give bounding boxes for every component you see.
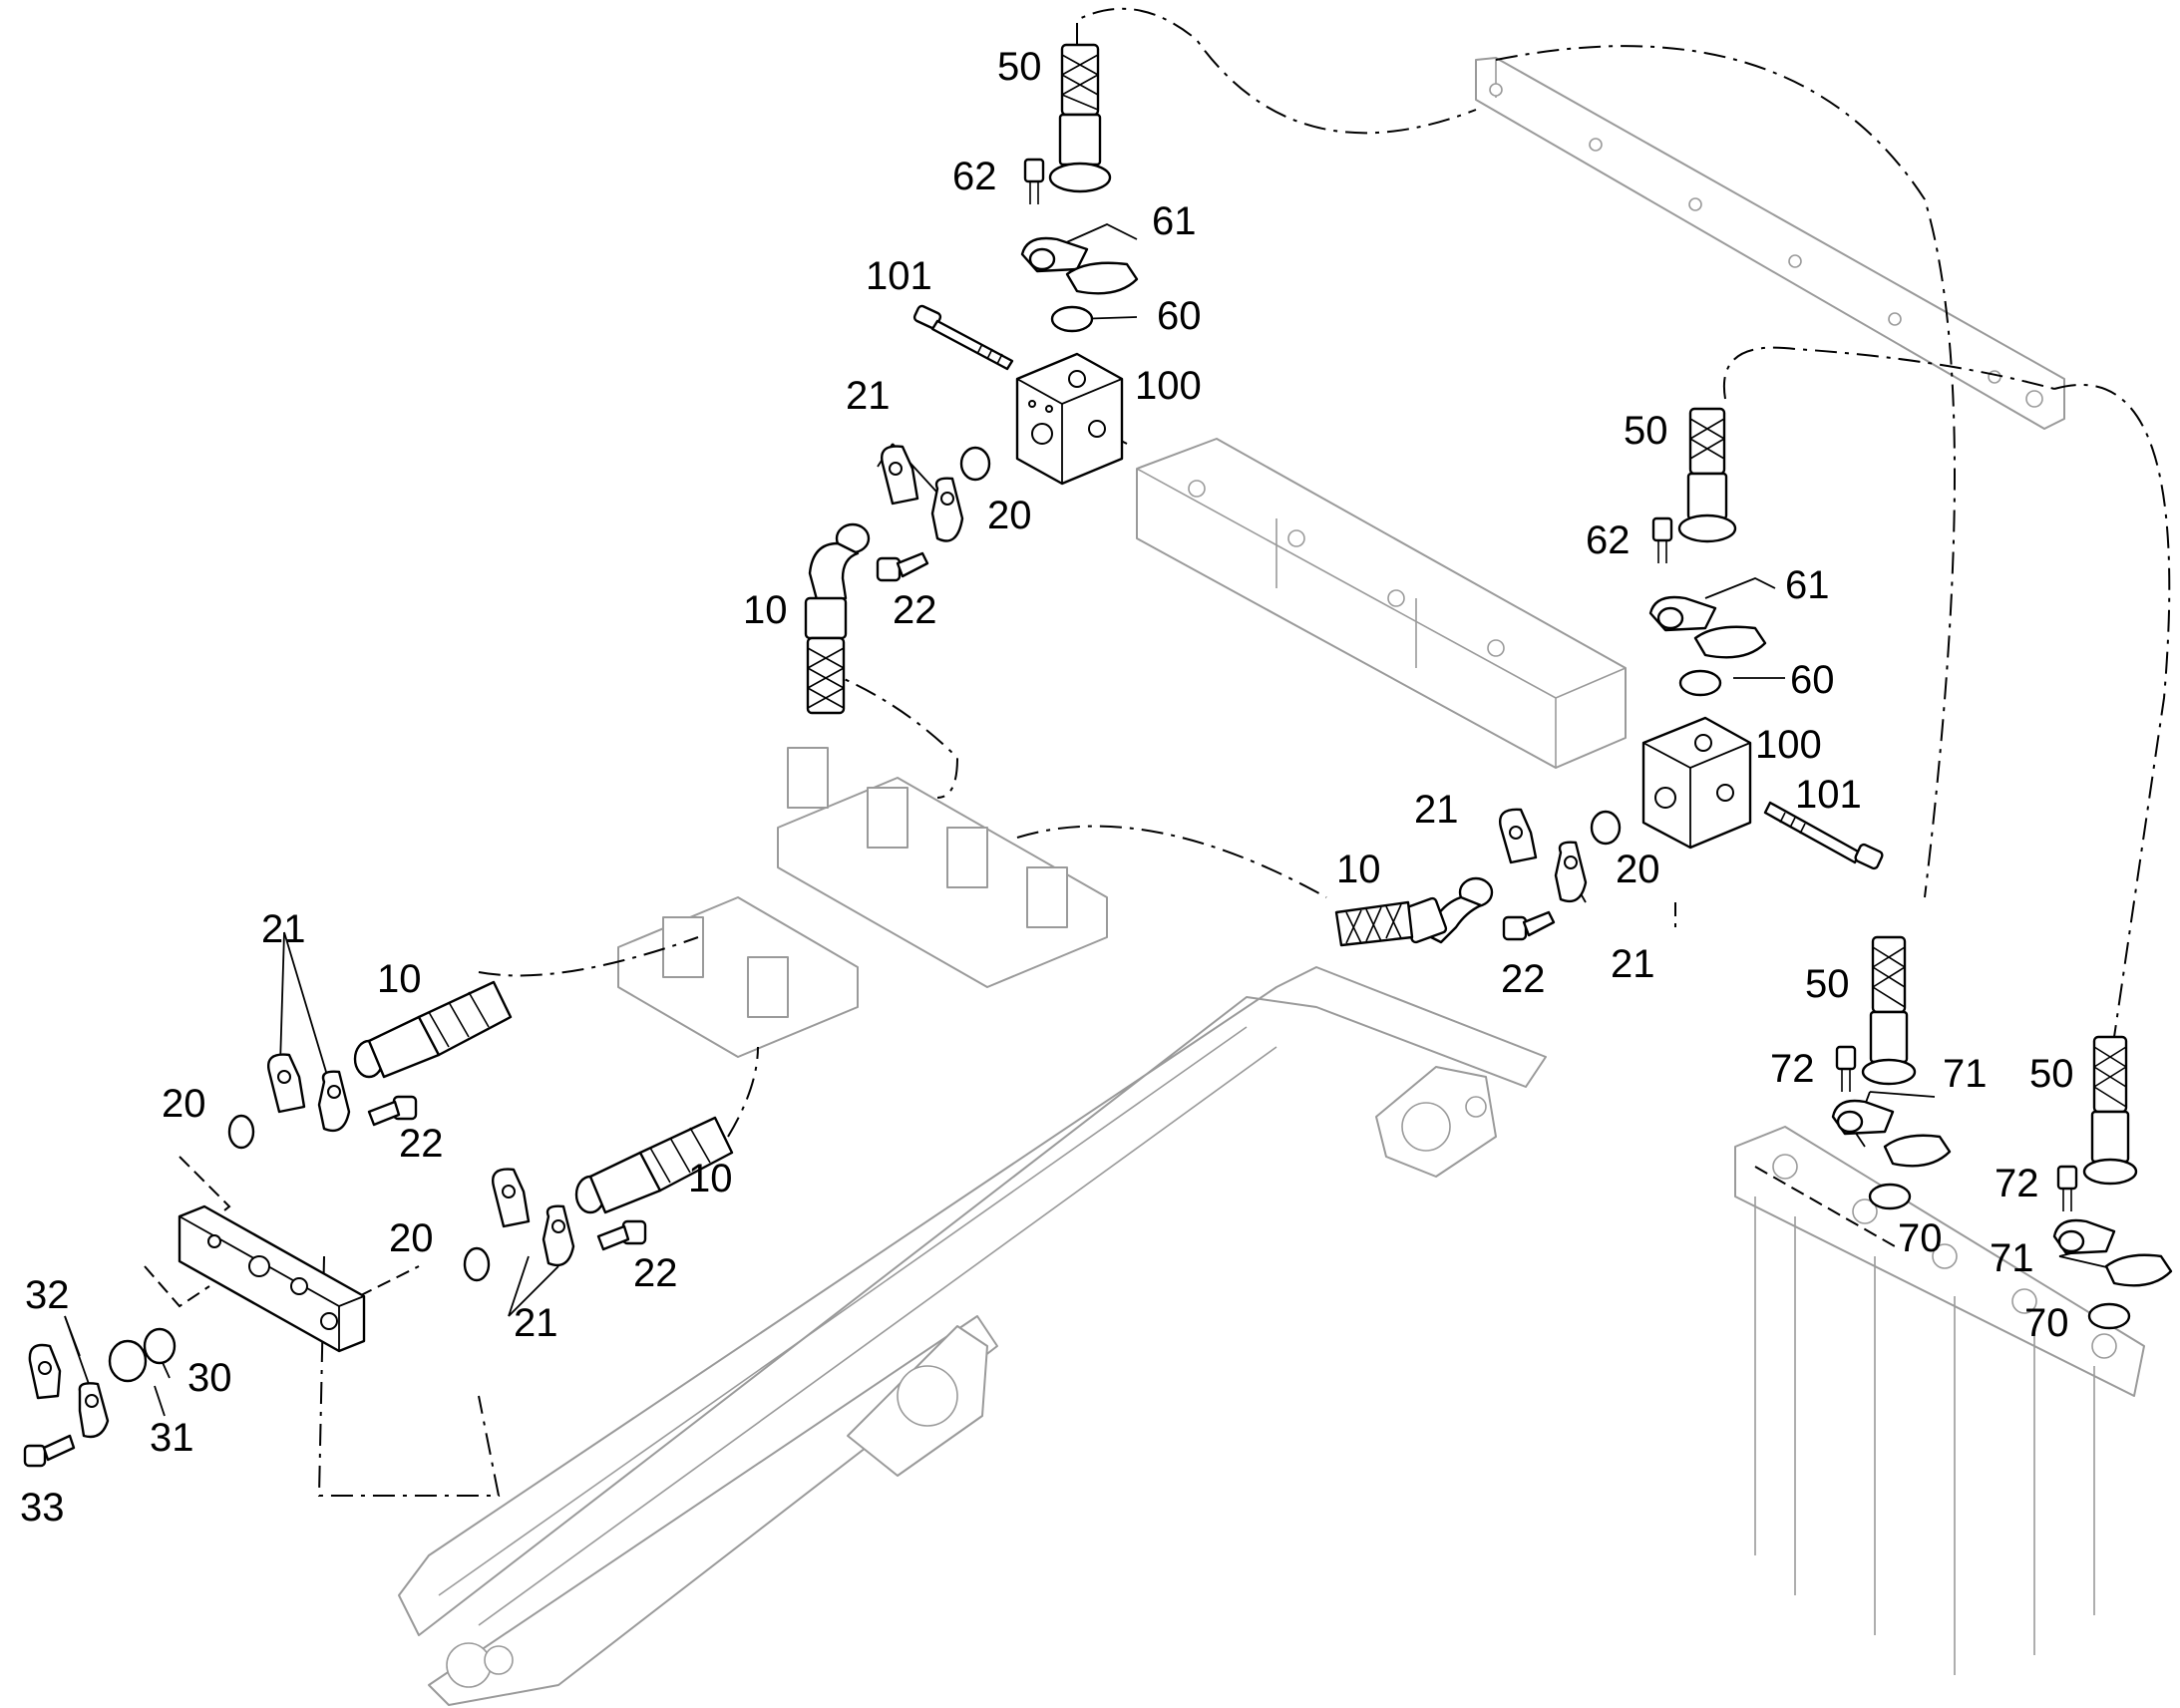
- o-ring-top: [1050, 305, 1094, 333]
- callout-10-low: 10: [688, 1157, 733, 1200]
- flange-halves-right-upper: [1648, 595, 1767, 659]
- callout-72-a: 72: [1770, 1047, 1815, 1091]
- rings-30-31: [108, 1327, 177, 1383]
- o-ring-left-upper: [227, 1114, 255, 1150]
- callout-50-right-mid: 50: [1805, 962, 1850, 1006]
- flange-halves-71-a: [1831, 1099, 1952, 1168]
- callout-20-left: 20: [162, 1082, 206, 1126]
- callout-70-b: 70: [2024, 1301, 2069, 1345]
- callout-60-right: 60: [1790, 658, 1835, 702]
- callout-10-left: 10: [377, 957, 422, 1001]
- hose-fitting-right-low: [2082, 1035, 2138, 1186]
- callout-32: 32: [25, 1273, 70, 1317]
- valve-block-right: [1641, 716, 1752, 850]
- boom-arm: [398, 966, 1547, 1706]
- hose-elbow-top: [804, 522, 871, 715]
- callout-10-mid: 10: [1336, 848, 1381, 891]
- callout-101-right: 101: [1795, 773, 1862, 817]
- callout-50-top: 50: [997, 45, 1042, 89]
- callout-62-top: 62: [952, 155, 997, 198]
- screw-top: [1023, 158, 1045, 204]
- callout-70-a: 70: [1898, 1216, 1943, 1260]
- flange-halves-top: [1020, 236, 1139, 295]
- callout-21-mid: 21: [1414, 788, 1459, 832]
- hose-clamp-rail-lower: [617, 896, 859, 1058]
- callout-30: 30: [187, 1356, 232, 1400]
- hose-fitting-right-mid: [1861, 935, 1917, 1086]
- adapter-plate: [178, 1204, 366, 1353]
- callout-22-low: 22: [633, 1251, 678, 1295]
- screw-right-upper: [1651, 516, 1673, 563]
- callout-21-top: 21: [846, 374, 891, 418]
- callout-21-low: 21: [514, 1301, 558, 1345]
- callout-21-left: 21: [261, 907, 306, 951]
- screw-left-upper: [367, 1095, 418, 1127]
- callout-21-mid-2: 21: [1611, 942, 1655, 986]
- top-distribution-block: [1475, 57, 2065, 430]
- callout-20-mid: 20: [1616, 848, 1660, 891]
- o-ring-left-lower: [463, 1246, 491, 1282]
- control-valve-bank: [1136, 438, 1627, 769]
- o-ring-right-upper: [1678, 669, 1722, 697]
- flange-halves-71-b: [2052, 1218, 2173, 1287]
- hose-fitting-left-lower: [574, 1116, 734, 1214]
- split-flange-left-lower: [492, 1168, 575, 1267]
- o-ring-valve-right: [1590, 810, 1622, 846]
- valve-manifold-right: [1734, 1126, 2145, 1675]
- screw-flange-mid: [1502, 910, 1556, 941]
- callout-50-right-low: 50: [2029, 1052, 2074, 1096]
- callout-60-top: 60: [1157, 294, 1202, 338]
- callout-71-b: 71: [1990, 1236, 2034, 1280]
- callout-101-top: 101: [866, 254, 932, 298]
- long-bolt-right: [1763, 801, 1884, 870]
- callout-labels: 50 62 61 101 60 100 21 20 10 22 50 62 61…: [20, 45, 2074, 1530]
- callout-71-a: 71: [1943, 1052, 1988, 1096]
- o-ring-70-b: [2087, 1302, 2131, 1330]
- hose-fitting-top: [1048, 43, 1112, 193]
- o-ring-70-a: [1868, 1183, 1912, 1210]
- callout-22-mid: 22: [1501, 957, 1546, 1001]
- hose-clamp-rail-upper: [777, 747, 1108, 988]
- connection-lines: [144, 7, 2171, 1497]
- boom-cylinder-mount: [1375, 1066, 1497, 1178]
- hose-elbow-mid: [1334, 876, 1494, 947]
- o-ring-valve-top: [959, 446, 991, 482]
- screw-72-a: [1835, 1045, 1857, 1092]
- callout-100-right: 100: [1755, 723, 1822, 767]
- valve-block-top: [1015, 352, 1124, 486]
- callout-20-low: 20: [389, 1216, 434, 1260]
- screw-left-lower: [596, 1219, 647, 1251]
- split-flange-32: [28, 1343, 110, 1439]
- callout-22-top: 22: [893, 588, 937, 632]
- callout-22-left: 22: [399, 1122, 444, 1166]
- callout-50-right-upper: 50: [1624, 409, 1668, 453]
- split-flange-left-upper: [267, 1053, 351, 1133]
- callout-62-right: 62: [1586, 518, 1631, 562]
- callout-100-top: 100: [1135, 364, 1202, 408]
- screw-72-b: [2056, 1165, 2078, 1211]
- hose-fitting-left-upper: [353, 980, 513, 1079]
- boom-pivot-bracket: [847, 1325, 988, 1477]
- hose-fitting-right-upper: [1677, 407, 1737, 543]
- callout-10-top: 10: [743, 588, 788, 632]
- long-bolt-top: [912, 304, 1014, 371]
- callout-33: 33: [20, 1486, 65, 1530]
- callout-31: 31: [150, 1416, 194, 1460]
- split-flange-top: [881, 445, 964, 542]
- screw-flange-top: [876, 551, 929, 582]
- callout-20-top: 20: [987, 494, 1032, 537]
- callout-61-right: 61: [1785, 563, 1830, 607]
- callout-61-top: 61: [1152, 199, 1197, 243]
- screw-33: [23, 1434, 76, 1468]
- split-flange-mid: [1499, 808, 1588, 903]
- callout-72-b: 72: [1995, 1162, 2039, 1205]
